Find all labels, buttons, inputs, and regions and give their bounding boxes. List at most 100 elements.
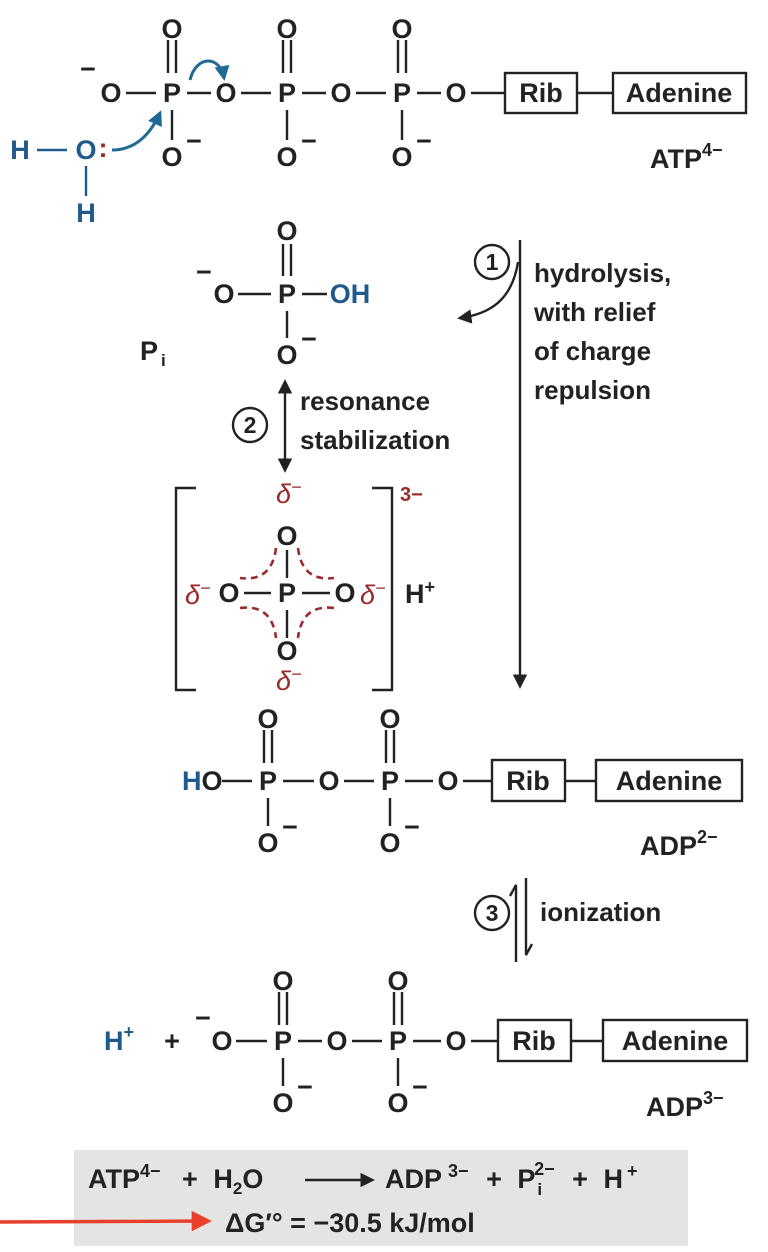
adp2-adenine-box: Adenine (594, 758, 744, 803)
atp-adenine-box: Adenine (611, 71, 748, 115)
step-1-branch-arrow (457, 261, 520, 324)
atom-p: P (163, 78, 181, 108)
plus-sign: + (164, 1026, 180, 1056)
delta-right: δ− (360, 578, 386, 610)
delta-left: δ− (185, 578, 211, 610)
atom-o: O (391, 14, 412, 44)
water-h: H (76, 198, 96, 228)
atom-o: O (272, 966, 293, 996)
adp3-adenine-box: Adenine (601, 1018, 749, 1063)
step-1-number: 1 (486, 249, 499, 275)
atom-o: O (272, 1088, 293, 1118)
charge-minus: − (301, 324, 317, 354)
charge-minus: − (186, 126, 202, 156)
step-2-number: 2 (244, 412, 257, 438)
atom-o: O (218, 578, 239, 608)
step-3-label: ionization (540, 897, 661, 927)
atp-atoms: O O O − O P O P O P O O − O − O − (80, 14, 466, 172)
atom-o: O (100, 78, 121, 108)
adenine-label: Adenine (616, 766, 723, 796)
adp2-rib-box: Rib (490, 758, 567, 803)
atom-o: O (276, 340, 297, 370)
charge-minus: − (301, 126, 317, 156)
step-1-label-line: repulsion (534, 375, 651, 405)
adp3-structure: H+ + − O O O P O P O O − O − Rib Adenine… (104, 966, 749, 1122)
hydroxyl-oh: OH (330, 279, 371, 309)
atp-name: ATP4− (650, 140, 723, 174)
atp-bonds (126, 91, 613, 140)
step-1: 1 hydrolysis, with relief of charge repu… (457, 240, 671, 689)
rib-label: Rib (506, 766, 550, 796)
atom-o: O (276, 521, 297, 551)
atom-o: O (445, 78, 466, 108)
charge-minus: − (80, 54, 96, 84)
atom-p: P (393, 78, 411, 108)
adenine-label: Adenine (626, 78, 733, 108)
water-molecule: H O : H (10, 133, 107, 228)
step-3-number: 3 (486, 900, 499, 926)
step-3-down-arrow (524, 878, 534, 956)
atom-p: P (389, 1026, 407, 1056)
charge-minus: − (282, 812, 298, 842)
atom-o: O (257, 704, 278, 734)
water-o: O (75, 135, 96, 165)
atom-o: O (276, 216, 297, 246)
step-2-label-line: stabilization (300, 425, 450, 455)
atom-o: O (276, 636, 297, 666)
nucleophilic-attack-arrow (111, 110, 162, 152)
step-2: 2 resonance stabilization (231, 379, 450, 473)
atom-o: O (391, 142, 412, 172)
atom-o: O (215, 78, 236, 108)
bracket-charge: 3− (400, 484, 423, 506)
delta-top: δ− (276, 477, 302, 509)
atom-p: P (278, 78, 296, 108)
step-1-label-line: hydrolysis, (534, 258, 671, 288)
atom-o: O (161, 14, 182, 44)
step-1-badge (473, 243, 511, 281)
step-2-label-line: resonance (300, 386, 430, 416)
atp-double-bonds (166, 40, 408, 73)
adp3-rib-box: Rib (496, 1018, 573, 1063)
adp2-structure: O O HO P O P O O − O − Rib Adenine ADP2− (182, 704, 744, 861)
atom-o: O (437, 766, 458, 796)
step-3: 3 ionization (473, 878, 661, 962)
right-bracket (372, 486, 394, 692)
lone-pair: : (99, 133, 108, 163)
atom-o: O (318, 766, 339, 796)
atom-o: O (161, 142, 182, 172)
charge-minus: − (404, 812, 420, 842)
water-h: H (10, 135, 30, 165)
atom-o: O (213, 279, 234, 309)
step-1-label-line: with relief (533, 297, 656, 327)
atom-o: O (276, 142, 297, 172)
atom-p: P (381, 766, 399, 796)
resonance-structure: 3− H+ δ− δ− δ− δ− O O P O O (174, 477, 435, 696)
atom-p: P (278, 578, 296, 608)
step-2-badge (231, 406, 269, 444)
atom-o: O (387, 1088, 408, 1118)
atom-p: P (259, 766, 277, 796)
atom-o: O (211, 1026, 232, 1056)
adp2-name: ADP2− (640, 827, 718, 861)
atom-o: O (257, 828, 278, 858)
adenine-label: Adenine (622, 1026, 729, 1056)
atom-p: P (274, 1026, 292, 1056)
proton-label: H+ (104, 1022, 134, 1056)
atom-p: P (278, 279, 296, 309)
atom-o: O (379, 828, 400, 858)
charge-minus: − (412, 1072, 428, 1102)
charge-minus: − (195, 1003, 211, 1033)
adp3-name: ADP3− (646, 1088, 724, 1122)
bond-cleavage-arrow (188, 59, 230, 81)
delta-bottom: δ− (276, 664, 302, 696)
charge-minus: − (297, 1072, 313, 1102)
step-3-up-arrow (508, 884, 518, 962)
hydroxyl-ho: HO (182, 766, 223, 796)
left-bracket (174, 486, 196, 692)
equation-background (74, 1150, 688, 1246)
